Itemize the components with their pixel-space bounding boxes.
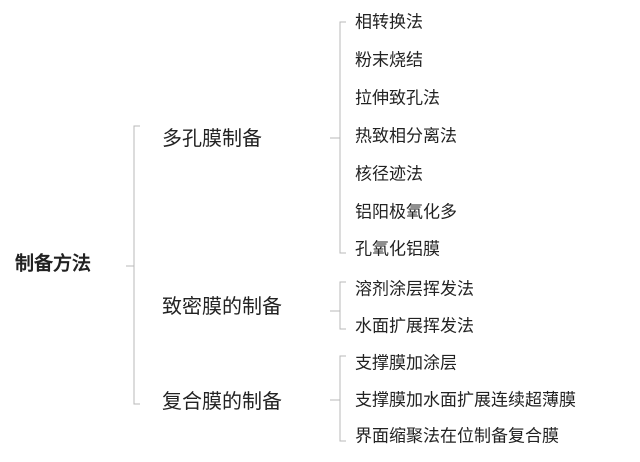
bracket-porous	[330, 21, 346, 254]
leaf-item: 粉末烧结	[355, 50, 423, 71]
leaf-item: 拉伸致孔法	[355, 88, 440, 109]
branch-dense-membrane: 致密膜的制备	[162, 294, 282, 318]
branch-composite-membrane: 复合膜的制备	[162, 389, 282, 413]
leaf-item: 支撑膜加水面扩展连续超薄膜	[355, 390, 576, 411]
leaf-item: 水面扩展挥发法	[355, 316, 474, 337]
leaf-item: 支撑膜加涂层	[355, 353, 457, 374]
leaf-item: 核径迹法	[355, 164, 423, 185]
root-bracket	[126, 125, 140, 405]
bracket-dense	[330, 281, 346, 330]
leaf-item: 溶剂涂层挥发法	[355, 279, 474, 300]
branch-porous-membrane: 多孔膜制备	[162, 126, 262, 150]
leaf-item: 热致相分离法	[355, 126, 457, 147]
leaf-item: 铝阳极氧化多	[355, 202, 457, 223]
leaf-item: 孔氧化铝膜	[355, 239, 440, 260]
root-node: 制备方法	[15, 252, 92, 275]
leaf-item: 界面缩聚法在位制备复合膜	[355, 426, 559, 447]
leaf-item: 相转换法	[355, 12, 423, 33]
bracket-composite	[330, 355, 346, 442]
